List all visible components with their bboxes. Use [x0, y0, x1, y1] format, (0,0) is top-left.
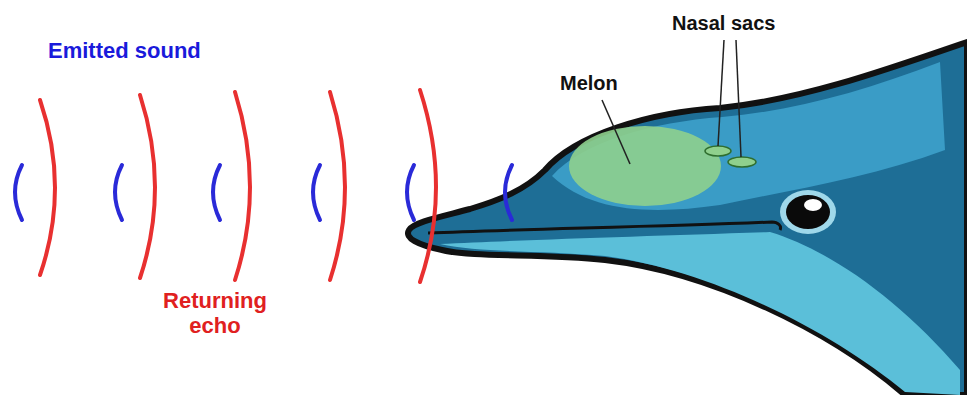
dolphin-jaw	[440, 232, 960, 395]
wave-label: Emitted sound	[48, 38, 201, 63]
nasal-sac	[728, 157, 756, 167]
dolphin-body	[408, 42, 967, 395]
part-label: Nasal sacs	[672, 12, 775, 35]
eye-ring	[780, 190, 836, 234]
returning-echo-waves	[40, 90, 436, 282]
eye-highlight	[804, 199, 822, 211]
leader-line	[736, 40, 741, 157]
nasal-sac	[705, 146, 731, 156]
dolphin-head	[552, 62, 945, 210]
wave-label: Returning echo	[140, 288, 290, 339]
emitted-sound-waves	[15, 165, 512, 220]
part-label: Melon	[560, 72, 618, 95]
leader-line	[602, 100, 630, 164]
mouth-line	[428, 222, 781, 233]
eye	[786, 195, 830, 229]
leader-line	[718, 40, 724, 146]
melon-shape	[569, 126, 721, 206]
